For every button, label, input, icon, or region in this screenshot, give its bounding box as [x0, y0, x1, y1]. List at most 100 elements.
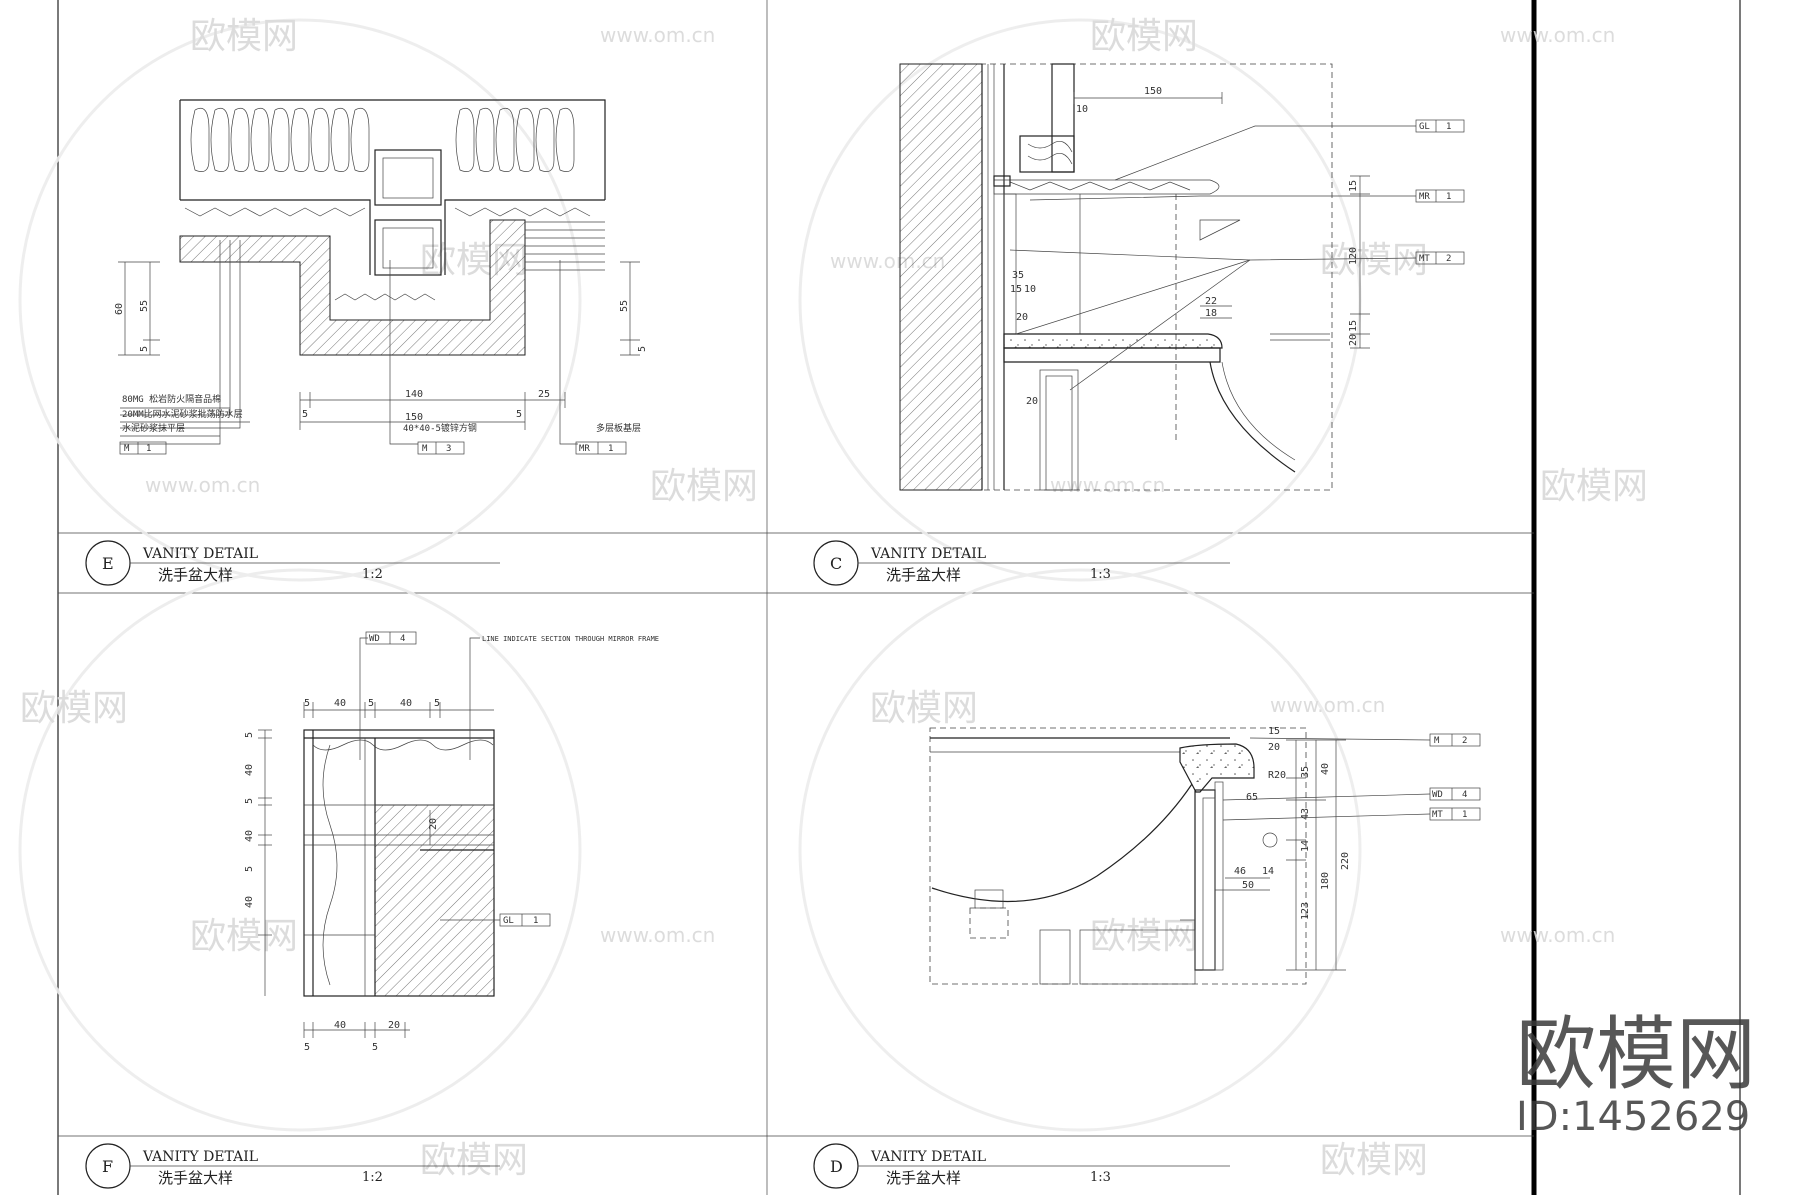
- material-tag-code: MT: [1432, 810, 1443, 820]
- dim-label: 140: [405, 389, 423, 400]
- section-id: F: [102, 1157, 113, 1176]
- dim-label: 5: [244, 732, 255, 738]
- watermark-url: www.om.cn: [1500, 23, 1615, 47]
- watermark-url: www.om.cn: [1500, 923, 1615, 947]
- material-tag-number: 1: [1446, 192, 1451, 202]
- dim-label: 18: [1205, 308, 1217, 319]
- material-tag-number: 1: [533, 916, 538, 926]
- section-id: C: [830, 554, 842, 573]
- dim-label: 65: [1246, 792, 1258, 803]
- material-tag: [1429, 807, 1481, 821]
- dim-label: 40: [334, 1020, 346, 1031]
- detail-subtitle: 洗手盆大样: [158, 1169, 233, 1187]
- dim-label: 20: [1026, 396, 1038, 407]
- panel-f-drawing: 5 40 5 40 5 5 40 5 40 5 40 40 20 5 5 20 …: [244, 631, 659, 1053]
- material-tag-code: MT: [1419, 254, 1430, 264]
- dim-label: 5: [244, 866, 255, 872]
- dim-label: 46: [1234, 866, 1246, 877]
- material-tag: [575, 441, 627, 455]
- brand-logo-text: 欧模网: [1516, 1008, 1756, 1101]
- watermark-brand: 欧模网: [1090, 16, 1198, 57]
- dim-label: 5: [516, 409, 522, 420]
- detail-scale: 1:2: [362, 567, 383, 582]
- dim-label: 5: [434, 698, 440, 709]
- detail-title: VANITY DETAIL: [142, 546, 258, 562]
- dim-label: 35: [1012, 270, 1024, 281]
- watermark-brand: 欧模网: [1090, 916, 1198, 957]
- panel-c-drawing: 150 10 15 120 35 15 10 22 18 20 15 20 20…: [899, 63, 1465, 491]
- dim-label: 40: [244, 830, 255, 842]
- dim-label: 15: [1348, 180, 1359, 192]
- material-tag: [1429, 787, 1481, 801]
- dim-label: 10: [1076, 104, 1088, 115]
- title-block-e: E VANITY DETAIL 洗手盆大样 1:2: [85, 540, 500, 586]
- material-tag: [499, 913, 551, 927]
- detail-title: VANITY DETAIL: [870, 1149, 986, 1165]
- material-tag-code: MR: [1419, 192, 1430, 202]
- dim-label: 123: [1300, 902, 1311, 920]
- watermark-brand: 欧模网: [870, 688, 978, 729]
- watermark-url: www.om.cn: [1270, 693, 1385, 717]
- material-tag-code: WD: [369, 634, 380, 644]
- watermark-brand: 欧模网: [1540, 466, 1648, 507]
- dim-label: 5: [372, 1042, 378, 1053]
- material-tag: [1415, 189, 1465, 203]
- material-tag-code: WD: [1432, 790, 1443, 800]
- detail-subtitle: 洗手盆大样: [158, 566, 233, 584]
- dim-label: 15: [1348, 320, 1359, 332]
- brand-corner: 欧模网 ID:1452629: [1516, 1008, 1756, 1140]
- watermark-brand: 欧模网: [20, 688, 128, 729]
- sheet-frame: [57, 0, 1741, 1195]
- watermark-url: www.om.cn: [600, 23, 715, 47]
- material-tag-number: 4: [1462, 790, 1467, 800]
- dim-label: 60: [114, 303, 125, 315]
- material-note: 20MM比网水泥砂浆批荡防水层: [122, 408, 243, 420]
- dim-label: 35: [1300, 766, 1311, 778]
- watermark-layer: 欧模网 www.om.cn 欧模网 www.om.cn 欧模网 www.om.c…: [18, 16, 1648, 1181]
- material-note: 水泥砂浆抹平层: [122, 422, 185, 434]
- section-note: LINE INDICATE SECTION THROUGH MIRROR FRA…: [482, 635, 659, 643]
- title-block-d: D VANITY DETAIL 洗手盆大样 1:3: [813, 1143, 1230, 1189]
- dim-label: 5: [304, 1042, 310, 1053]
- watermark-url: www.om.cn: [1050, 473, 1165, 497]
- material-tag-number: 1: [146, 444, 151, 454]
- dim-label: 220: [1340, 852, 1351, 870]
- material-tag: [1415, 251, 1465, 265]
- detail-title: VANITY DETAIL: [142, 1149, 258, 1165]
- material-note: 40*40-5镀锌方钢: [403, 422, 477, 434]
- watermark-brand: 欧模网: [1320, 1140, 1428, 1181]
- watermark-brand: 欧模网: [190, 916, 298, 957]
- material-note: 80MG 松岩防火隔音品棉: [122, 393, 221, 405]
- dim-label: 5: [139, 346, 150, 352]
- material-tag-code: GL: [1419, 122, 1430, 132]
- dim-label: 25: [538, 389, 550, 400]
- dim-label: 20: [1016, 312, 1028, 323]
- material-tag-code: M: [1434, 736, 1440, 746]
- dim-label: 120: [1348, 247, 1359, 265]
- material-tag-code: M: [422, 444, 428, 454]
- dim-label: 5: [304, 698, 310, 709]
- material-tag-number: 3: [446, 444, 451, 454]
- panel-e-drawing: 60 55 5 140 150 5 5 25 55 5 80MG 松岩防火隔音品…: [114, 99, 648, 455]
- material-tag: [1415, 119, 1465, 133]
- dim-label: 20: [1268, 742, 1280, 753]
- section-id: E: [102, 554, 114, 573]
- material-tag-number: 1: [608, 444, 613, 454]
- dim-label: 20: [1348, 334, 1359, 346]
- dim-label: 15: [1010, 284, 1022, 295]
- dim-label: 14: [1262, 866, 1274, 877]
- section-id: D: [830, 1157, 843, 1176]
- dim-label: 5: [368, 698, 374, 709]
- dim-label: 14: [1300, 840, 1311, 852]
- dim-label: 5: [302, 409, 308, 420]
- detail-scale: 1:3: [1090, 1170, 1111, 1185]
- dim-label: 40: [244, 764, 255, 776]
- watermark-url: www.om.cn: [600, 923, 715, 947]
- material-tag: [119, 441, 167, 455]
- dim-label: 40: [334, 698, 346, 709]
- material-tag-number: 1: [1446, 122, 1451, 132]
- material-tag-number: 4: [400, 634, 405, 644]
- dim-label: 15: [1268, 726, 1280, 737]
- watermark-url: www.om.cn: [145, 473, 260, 497]
